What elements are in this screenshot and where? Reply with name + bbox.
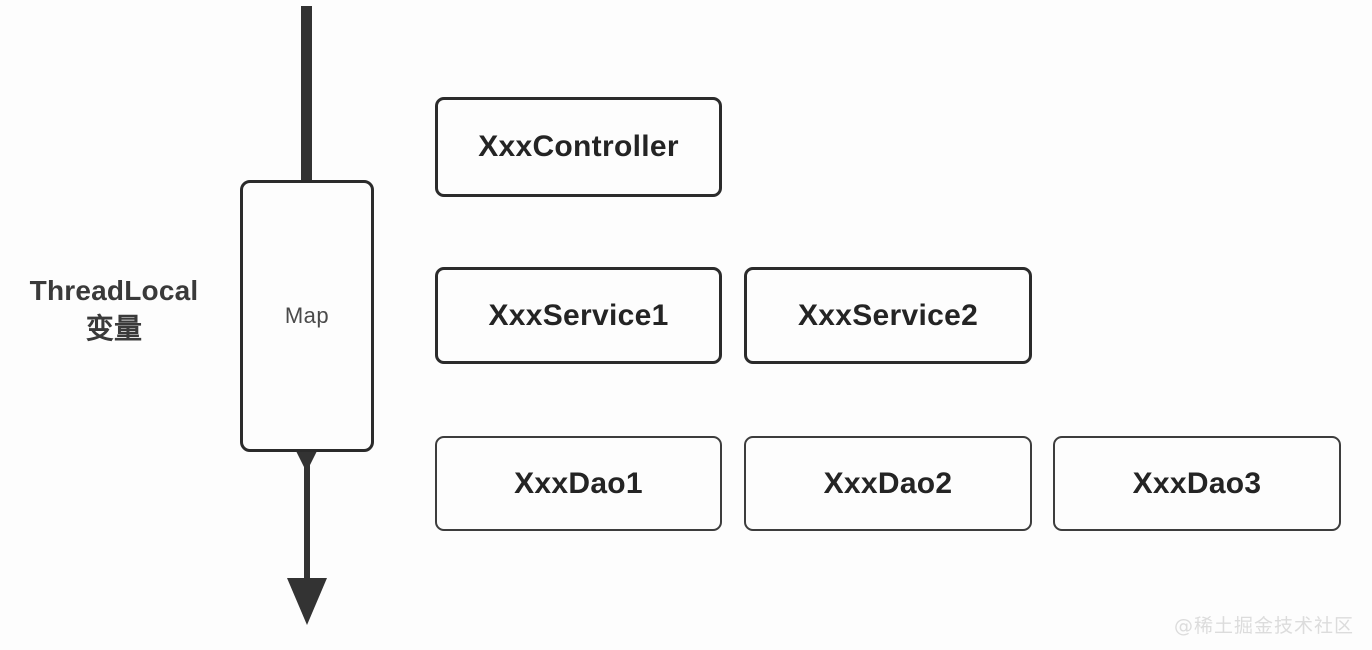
node-xxx-dao2: XxxDao2 xyxy=(744,436,1032,531)
watermark: @稀土掘金技术社区 xyxy=(1173,615,1354,637)
map-container-label: Map xyxy=(284,303,330,328)
node-xxx-dao1: XxxDao1 xyxy=(435,436,722,531)
threadlocal-label-line2: 变量 xyxy=(85,313,143,344)
node-label: XxxService2 xyxy=(797,298,979,332)
node-label: XxxController xyxy=(478,130,679,163)
node-xxx-service1: XxxService1 xyxy=(435,267,722,364)
node-label: XxxDao1 xyxy=(514,466,643,500)
node-label: XxxDao3 xyxy=(1132,466,1262,500)
threadlocal-label: ThreadLocal 变量 xyxy=(0,272,228,348)
map-container-box: Map xyxy=(240,180,374,452)
node-xxx-dao3: XxxDao3 xyxy=(1053,436,1341,531)
node-label: XxxService1 xyxy=(488,298,669,332)
arrow-out-of-map-icon xyxy=(287,452,327,625)
node-label: XxxDao2 xyxy=(823,466,953,500)
node-xxx-service2: XxxService2 xyxy=(744,267,1032,364)
node-xxx-controller: XxxController xyxy=(435,97,722,197)
threadlocal-label-line1: ThreadLocal xyxy=(29,275,199,306)
